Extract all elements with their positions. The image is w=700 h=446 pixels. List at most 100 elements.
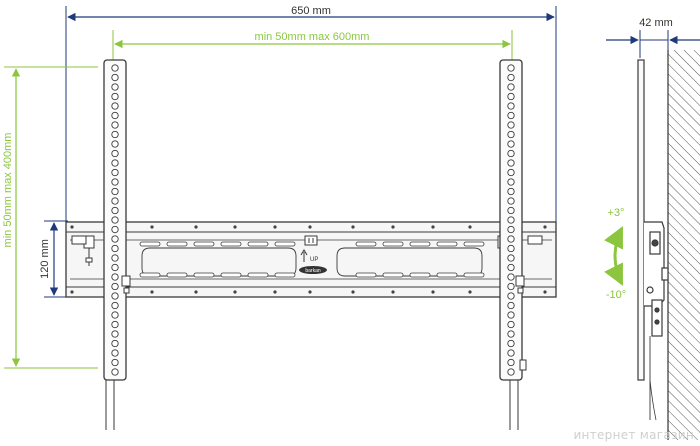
arm-hole [111,149,119,158]
arm-hole [507,330,515,338]
arm-hole [111,197,119,205]
arm-hole [507,339,515,348]
arm-hole [507,64,515,72]
arm-hole [507,301,515,310]
arm-hole [111,339,119,348]
arm-hole [507,273,515,281]
rail-screw [194,225,198,229]
rail-slot [463,272,485,278]
rail-slot [166,241,188,247]
rail-screw [194,290,198,294]
rail-slot [436,272,458,278]
arm-hole [111,102,119,110]
arm-hole [507,159,515,167]
tilt-up-label: +3° [608,207,625,219]
depth-dimension: 42 mm [606,17,700,58]
level-bubble [304,235,318,246]
rail-slot [220,272,242,278]
rail-screw [70,290,74,294]
up-label: UP [310,257,318,263]
arm-hole [111,140,119,148]
brand-logo: barkan [299,266,327,274]
arm-hole [111,187,119,196]
rail-screws [70,225,547,294]
arm-hole [111,320,119,329]
arm-hole [507,73,515,82]
arm-hole [111,121,119,129]
rail-slot [409,241,431,247]
rail-slot [274,272,296,278]
arm-hole [111,225,119,234]
rail-screw [468,225,472,229]
rail-slot [436,241,458,247]
arm-hole [111,159,119,167]
horizontal-spacing-dimension: min 50mm max 600mm [112,30,513,70]
arm-hole [507,111,515,120]
rail-screw [543,225,547,229]
rail-screw [150,225,154,229]
brand-logo-text: barkan [305,268,321,274]
arm-hole [111,368,119,376]
rail-slot [166,272,188,278]
rail-height-label: 120 mm [39,239,51,279]
arm-hole [507,368,515,376]
arm-hole [507,130,515,139]
rail-screw [351,290,355,294]
rail-screw [233,290,237,294]
rail-screw [233,225,237,229]
arm-hole [111,244,119,253]
arm-hole [507,187,515,196]
arm-hole [111,111,119,120]
arm-hole [111,273,119,281]
arm-hole [111,130,119,139]
overall-width-dimension: 650 mm [65,5,557,222]
arm-hole [507,121,515,129]
rail-slot [220,241,242,247]
arm-hole [507,197,515,205]
depth-label: 42 mm [639,17,673,29]
arm-hole [111,83,119,91]
rail-slot [463,241,485,247]
tilt-down-label: -10° [606,289,626,301]
rail-slot [382,272,404,278]
wall-plate [65,221,557,298]
rail-screw [468,290,472,294]
rail-screw [150,290,154,294]
arm-hole [111,282,119,291]
arm-hole [111,311,119,319]
rail-slot [139,241,161,247]
rail-slot [382,241,404,247]
arm-hole [111,178,119,186]
vertical-spacing-label: min 50mm max 400mm [2,133,14,248]
right-arm-holes [507,64,515,376]
arm-hole [507,102,515,110]
arm-hole [507,244,515,253]
wall-section [667,50,700,440]
arm-hole [507,216,515,224]
arm-hole [507,263,515,272]
rail-screw [70,225,74,229]
rail-slot [193,241,215,247]
arm-hole [507,320,515,329]
tilt-indicator: +3° -10° [604,207,626,301]
arm-hole [111,64,119,72]
side-tv-profile [637,59,669,421]
arm-hole [111,168,119,177]
arm-hole [507,168,515,177]
arm-hole [507,206,515,215]
rail-screw [273,290,277,294]
rail-screw [543,290,547,294]
arm-hole [111,349,119,357]
arm-hole [111,206,119,215]
horizontal-spacing-label: min 50mm max 600mm [255,31,370,43]
arm-hole [111,73,119,82]
arm-hole [507,92,515,101]
rail-slot [274,241,296,247]
rail-slot [139,272,161,278]
rail-slot [247,241,269,247]
arm-hole [111,358,119,367]
rail-screw [391,225,395,229]
rail-slot [355,241,377,247]
arm-hole [507,358,515,367]
rail-slot [247,272,269,278]
